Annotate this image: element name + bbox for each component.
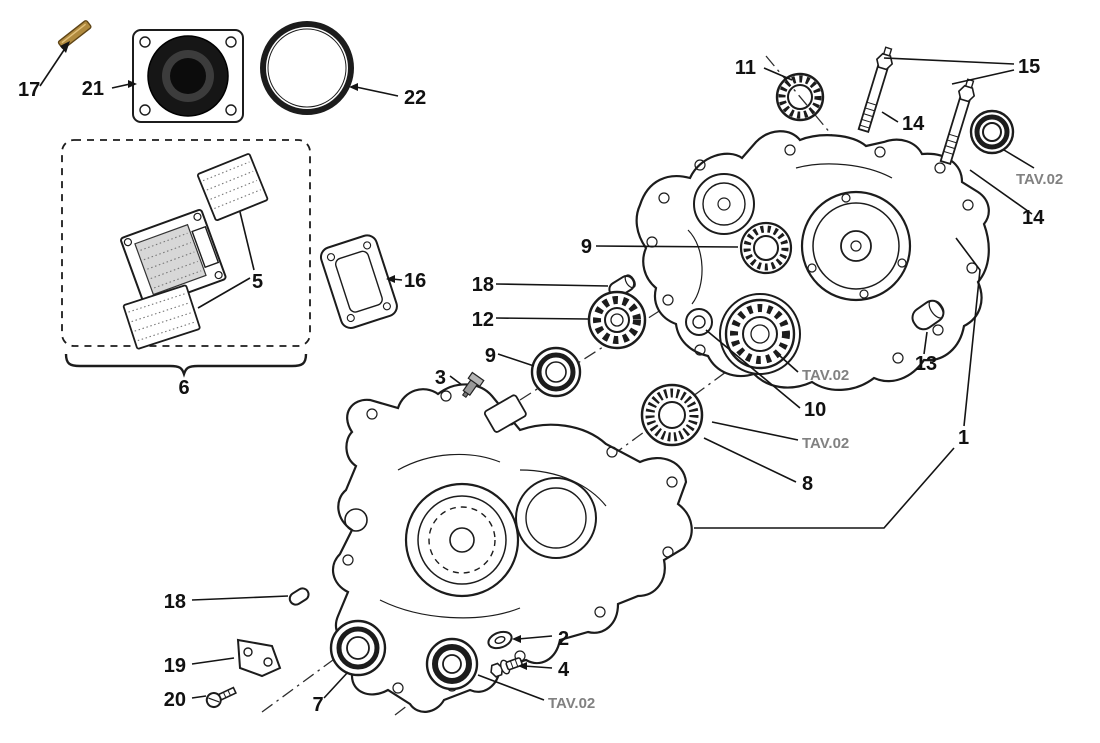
gasket-16 [319,234,398,329]
part-label-20: 20 [164,689,186,711]
part-label-2: 2 [558,628,569,650]
reed-valve-body [120,208,227,309]
part-label-19: 19 [164,655,186,677]
bearing-tav02-mid [724,298,796,370]
spacer-18-lower [288,587,310,606]
part-label-17: 17 [18,79,40,101]
part-label-6: 6 [178,377,189,399]
crossref-tav02-top: TAV.02 [1016,171,1063,188]
part-label-15: 15 [1018,56,1040,78]
part-label-11: 11 [735,57,756,79]
part-label-9b: 9 [485,345,496,367]
part-label-1: 1 [958,427,969,449]
part-label-21: 21 [82,78,104,100]
part-label-14b: 14 [1022,207,1045,229]
bolt-4 [490,657,523,678]
crankcase-half-left [331,383,693,713]
bearing-tav02-top [969,109,1015,155]
part-label-18b: 18 [164,591,186,613]
bearing-tav02-bottom [425,637,479,691]
part-label-7: 7 [312,694,323,716]
part-label-4: 4 [558,659,570,681]
part-labels: 17 21 22 5 16 6 11 15 14 TAV.02 14 9 18 … [18,56,1063,716]
part-label-18a: 18 [472,274,494,296]
nut-15-right [957,84,976,103]
part-label-13: 13 [915,353,937,375]
bearing-9-upper [739,221,793,275]
part-label-10: 10 [804,399,826,421]
bearing-11 [775,72,825,122]
reed-valve-group-box [61,139,311,378]
part-label-14a: 14 [902,113,925,135]
bushing-13 [911,299,945,331]
crossref-tav02-lower: TAV.02 [802,435,849,452]
crossref-tav02-bottom: TAV.02 [548,695,595,712]
oil-seal-7 [329,619,387,677]
part-label-16: 16 [404,270,426,292]
crossref-tav02-mid: TAV.02 [802,367,849,384]
o-ring-22 [260,21,354,115]
part-label-22: 22 [404,87,426,109]
bearing-12 [587,290,647,350]
crankcase-half-right [635,130,990,391]
stud-14-right [939,78,976,166]
reed-petal-upper-5 [197,153,269,222]
bolt-3 [461,371,485,399]
oil-seal-9-lower [530,346,582,398]
part-label-9a: 9 [581,236,592,258]
reed-petal-lower-5 [122,284,201,350]
washer-2 [487,630,513,650]
screw-20 [205,686,237,709]
part-label-8: 8 [802,473,813,495]
part-label-12: 12 [472,309,494,331]
part-label-5: 5 [252,271,263,293]
part-label-3: 3 [435,367,446,389]
leader-lines [39,41,1035,701]
bracket-19 [236,638,282,678]
shim-ring-10 [685,308,713,336]
bearing-8 [640,383,704,447]
dowel-pin-17 [57,20,92,50]
intake-flange-21 [132,29,244,123]
